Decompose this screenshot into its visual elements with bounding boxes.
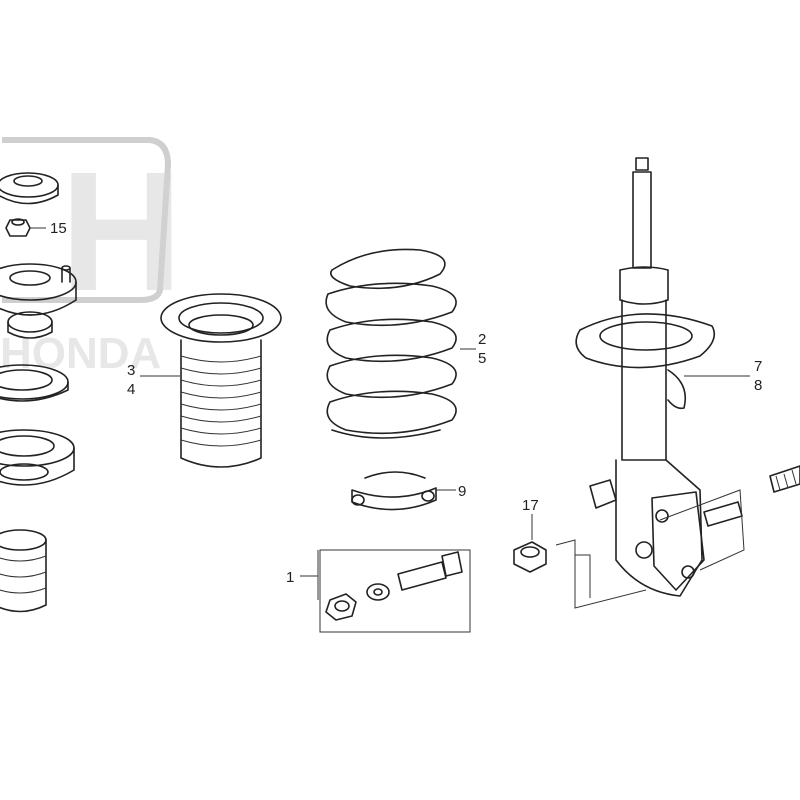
- callout-1: 1: [286, 569, 294, 586]
- brand-watermark: H HONDA: [0, 137, 183, 378]
- bearing-ring: [0, 364, 69, 402]
- bump-stop: [0, 529, 47, 613]
- bolt-kit: [319, 549, 471, 633]
- callout-9: 9: [458, 483, 466, 500]
- callout-5: 5: [478, 350, 486, 367]
- callout-17: 17: [522, 497, 539, 514]
- callout-7: 7: [754, 358, 762, 375]
- callout-leaders: [30, 227, 750, 600]
- callout-4: 4: [127, 381, 135, 398]
- flange-nut-15: [5, 218, 31, 237]
- coil-spring: [325, 248, 457, 439]
- callout-2: 2: [478, 331, 486, 348]
- callout-3: 3: [127, 362, 135, 379]
- callout-15: 15: [50, 220, 67, 237]
- watermark-initial: H: [60, 137, 183, 327]
- strut-mount-base: [0, 263, 77, 339]
- dust-boot: [160, 293, 282, 468]
- mount-cap: [0, 172, 59, 205]
- callout-8: 8: [754, 377, 762, 394]
- watermark-frame: [2, 137, 172, 303]
- spring-seat: [0, 429, 75, 486]
- spring-clamp: [351, 471, 437, 511]
- strut-assembly: [575, 157, 800, 597]
- flange-nut-17: [513, 541, 547, 573]
- assembly-brackets: [555, 489, 745, 609]
